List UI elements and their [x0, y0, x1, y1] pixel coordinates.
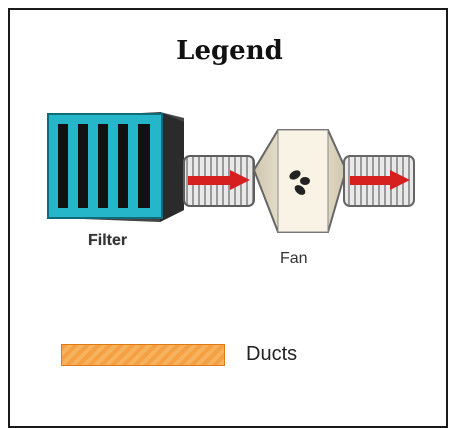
fan-icon: [252, 129, 348, 233]
ducts-swatch: [61, 344, 225, 366]
flow-arrow-icon: [350, 170, 410, 190]
filter-icon: [47, 112, 184, 222]
legend-title: Legend: [176, 36, 283, 66]
flow-arrow-icon: [188, 170, 250, 190]
ducts-label: Ducts: [246, 343, 298, 365]
fan-label: Fan: [280, 250, 308, 267]
filter-label: Filter: [88, 232, 128, 249]
